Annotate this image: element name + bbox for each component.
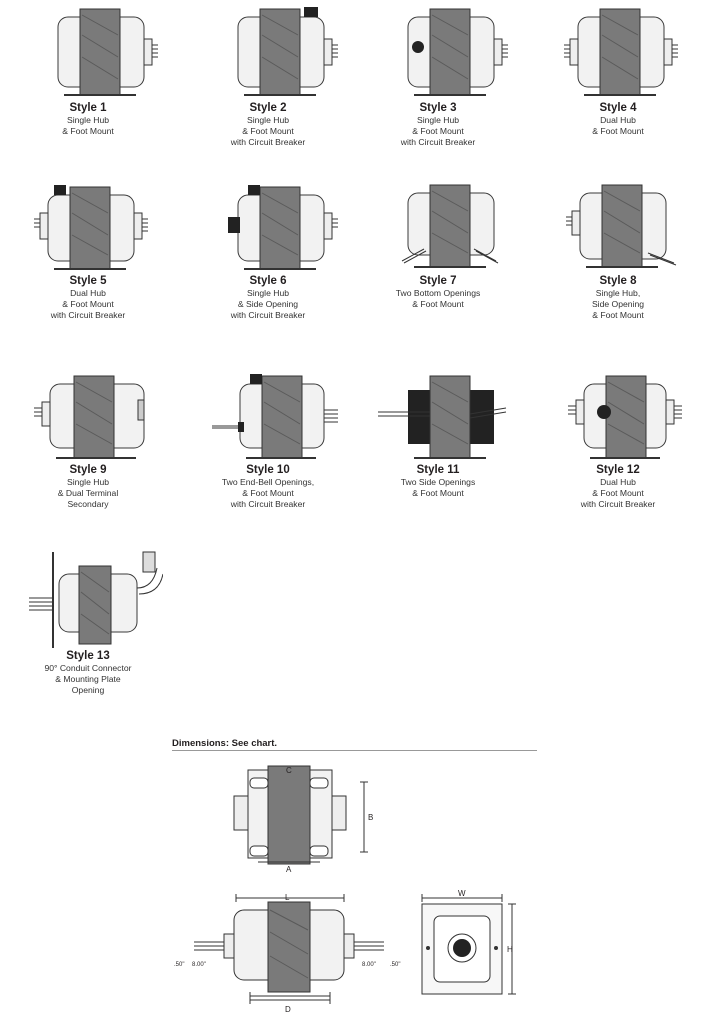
style-title: Style 9 xyxy=(69,464,107,476)
style-desc-line: & Foot Mount xyxy=(412,488,464,498)
style-title: Style 6 xyxy=(249,275,287,287)
style-11-transformer-drawing xyxy=(378,375,507,459)
style-11-card: Style 11 Two Side Openings & Foot Mount xyxy=(350,372,526,499)
style-desc-line: Single Hub, xyxy=(595,288,641,298)
circuit-breaker-icon xyxy=(54,185,66,195)
lead-right-b: .50" xyxy=(390,962,400,968)
style-13-card: Style 13 90° Conduit Connector & Mountin… xyxy=(0,548,176,696)
lead-right-a: 8.00" xyxy=(362,962,376,968)
style-desc-line: Single Hub xyxy=(416,115,460,125)
style-1-transformer-drawing xyxy=(57,8,158,96)
style-desc-line: 90° Conduit Connector xyxy=(44,663,132,673)
style-2-card: Style 2 Single Hub & Foot Mount with Cir… xyxy=(180,5,356,148)
style-title: Style 2 xyxy=(249,102,287,114)
style-8-card: Style 8 Single Hub, Side Opening & Foot … xyxy=(530,183,706,321)
style-desc-line: & Foot Mount xyxy=(592,126,644,136)
style-desc-line: & Side Opening xyxy=(237,299,299,309)
style-9-card: Style 9 Single Hub & Dual Terminal Secon… xyxy=(0,372,176,510)
style-desc-line: Dual Hub xyxy=(600,477,636,487)
style-desc-line: & Dual Terminal xyxy=(57,488,119,498)
top-view-drawing: C B A xyxy=(233,765,373,874)
circuit-breaker-icon xyxy=(412,41,424,53)
style-desc-line: with Circuit Breaker xyxy=(50,310,126,320)
side-view-drawing: L D .50" 8.00" 8.00" .50" xyxy=(174,893,400,1014)
style-5-card: Style 5 Dual Hub & Foot Mount with Circu… xyxy=(0,183,176,321)
circuit-breaker-icon xyxy=(597,405,611,419)
dim-label-w: W xyxy=(458,890,466,898)
style-6-transformer-drawing xyxy=(228,185,338,270)
style-title: Style 1 xyxy=(69,102,107,114)
style-desc-line: Single Hub xyxy=(66,477,110,487)
style-desc-line: Two Side Openings xyxy=(400,477,476,487)
style-desc-line: with Circuit Breaker xyxy=(580,499,656,509)
dim-label-l: L xyxy=(285,893,290,902)
style-4-transformer-drawing xyxy=(564,8,678,96)
dim-label-d: D xyxy=(285,1005,291,1014)
style-desc-line: Side Opening xyxy=(591,299,645,309)
style-desc-line: with Circuit Breaker xyxy=(400,137,476,147)
dim-label-h: H xyxy=(507,945,513,954)
style-title: Style 7 xyxy=(419,275,457,287)
style-desc-line: & Foot Mount xyxy=(242,126,294,136)
style-13-transformer-drawing xyxy=(29,551,163,648)
style-desc-line: with Circuit Breaker xyxy=(230,310,306,320)
style-desc-line: & Foot Mount xyxy=(412,126,464,136)
lead-left-b: 8.00" xyxy=(192,962,206,968)
style-6-card: Style 6 Single Hub & Side Opening with C… xyxy=(180,183,356,321)
style-desc-line: & Foot Mount xyxy=(412,299,464,309)
style-title: Style 3 xyxy=(419,102,457,114)
style-desc-line: Dual Hub xyxy=(600,115,636,125)
style-desc-line: & Mounting Plate xyxy=(55,674,121,684)
style-desc-line: Single Hub xyxy=(246,288,290,298)
style-title: Style 10 xyxy=(246,464,290,476)
style-desc-line: Secondary xyxy=(67,499,109,509)
circuit-breaker-icon xyxy=(248,185,260,195)
dim-label-c: C xyxy=(286,766,292,775)
dim-label-b: B xyxy=(368,813,373,822)
style-8-transformer-drawing xyxy=(566,184,677,268)
style-5-transformer-drawing xyxy=(34,185,148,270)
style-desc-line: & Foot Mount xyxy=(592,310,644,320)
style-title: Style 4 xyxy=(599,102,637,114)
style-desc-line: Two End-Bell Openings, xyxy=(221,477,315,487)
style-desc-line: Single Hub xyxy=(66,115,110,125)
style-3-card: Style 3 Single Hub & Foot Mount with Cir… xyxy=(350,5,526,148)
style-1-card: Style 1 Single Hub & Foot Mount xyxy=(0,5,176,137)
style-title: Style 11 xyxy=(416,464,460,476)
style-title: Style 13 xyxy=(66,650,110,662)
style-9-transformer-drawing xyxy=(34,375,145,459)
lead-left-a: .50" xyxy=(174,962,184,968)
style-desc-line: & Foot Mount xyxy=(62,126,114,136)
dimensions-heading: Dimensions: See chart. xyxy=(172,738,278,749)
style-desc-line: with Circuit Breaker xyxy=(230,499,306,509)
style-7-card: Style 7 Two Bottom Openings & Foot Mount xyxy=(350,183,526,310)
style-12-card: Style 12 Dual Hub & Foot Mount with Circ… xyxy=(530,372,706,510)
style-title: Style 8 xyxy=(599,275,637,287)
style-2-transformer-drawing xyxy=(237,7,338,96)
style-desc-line: & Foot Mount xyxy=(592,488,644,498)
style-12-transformer-drawing xyxy=(568,375,682,459)
style-desc-line: & Foot Mount xyxy=(62,299,114,309)
style-10-transformer-drawing xyxy=(212,374,338,459)
circuit-breaker-icon xyxy=(250,374,262,384)
style-desc-line: Single Hub xyxy=(246,115,290,125)
end-view-drawing: W H xyxy=(421,890,516,995)
style-title: Style 12 xyxy=(596,464,640,476)
dim-label-a: A xyxy=(286,865,292,874)
style-title: Style 5 xyxy=(69,275,107,287)
style-desc-line: Opening xyxy=(71,685,105,695)
style-desc-line: Two Bottom Openings xyxy=(395,288,481,298)
style-3-transformer-drawing xyxy=(407,8,508,96)
style-7-transformer-drawing xyxy=(401,184,499,268)
style-10-card: Style 10 Two End-Bell Openings, & Foot M… xyxy=(180,372,356,510)
style-4-card: Style 4 Dual Hub & Foot Mount xyxy=(530,5,706,137)
style-desc-line: Dual Hub xyxy=(70,288,106,298)
style-desc-line: & Foot Mount xyxy=(242,488,294,498)
style-desc-line: with Circuit Breaker xyxy=(230,137,306,147)
circuit-breaker-icon xyxy=(304,7,318,17)
dimensions-divider xyxy=(172,750,537,751)
